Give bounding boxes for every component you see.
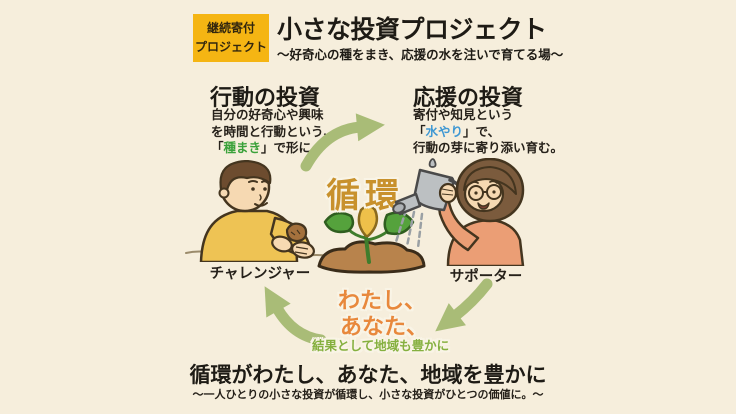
action-body-line3-post: 」で形に。 [261,140,324,155]
supporter-label: サポーター [449,269,523,285]
cycle-arrow-left-icon [264,286,327,346]
challenger-label: チャレンジャー [209,266,311,282]
cycle-arrow-top-icon [300,113,385,172]
flow-result-label: 結果として地域も豊かに [312,338,450,353]
support-investment-heading: 応援の投資 [413,86,524,111]
cycle-arrow-right-icon [435,278,493,332]
support-investment-body: 寄付や知見という 「水やり」で、 行動の芽に寄り添い育む。 [413,107,563,157]
badge-continuous-donation: 継続寄付 プロジェクト [193,14,269,62]
action-body-line2: を時間と行動という、 [211,123,337,139]
action-investment-heading: 行動の投資 [210,86,321,111]
supporter-illustration [392,158,525,266]
sprout-illustration [317,204,426,274]
action-investment-body: 自分の好奇心や興味 を時間と行動という、 「種まき」で形に。 [211,107,336,157]
seed-sowing-highlight: 種まき [223,140,262,155]
badge-line1: 継続寄付 [206,21,255,36]
support-body-line2-pre: 「 [413,123,426,139]
action-body-line3-pre: 「 [211,140,224,155]
footer-subheading: 〜一人ひとりの小さな投資が循環し、小さな投資がひとつの価値に。〜 [192,388,544,401]
watering-highlight: 水やり [425,123,464,139]
footer-heading: 循環がわたし、あなた、地域を豊かに [189,363,547,387]
cycle-center-label: 循環 [326,176,404,216]
support-body-line2-post: 」で、 [463,123,501,139]
action-body-line1: 自分の好奇心や興味 [211,107,324,122]
support-body-line1: 寄付や知見という [413,107,514,122]
challenger-illustration [185,160,331,262]
page-subtitle: 〜好奇心の種をまき、応援の水を注いで育てる場〜 [277,47,564,62]
support-body-line3: 行動の芽に寄り添い育む。 [413,140,564,155]
badge-line2: プロジェクト [194,40,267,54]
page-title: 小さな投資プロジェクト [277,15,547,44]
flow-word-watashi: わたし、 [338,289,427,314]
flow-word-anata: あなた、 [340,315,429,340]
